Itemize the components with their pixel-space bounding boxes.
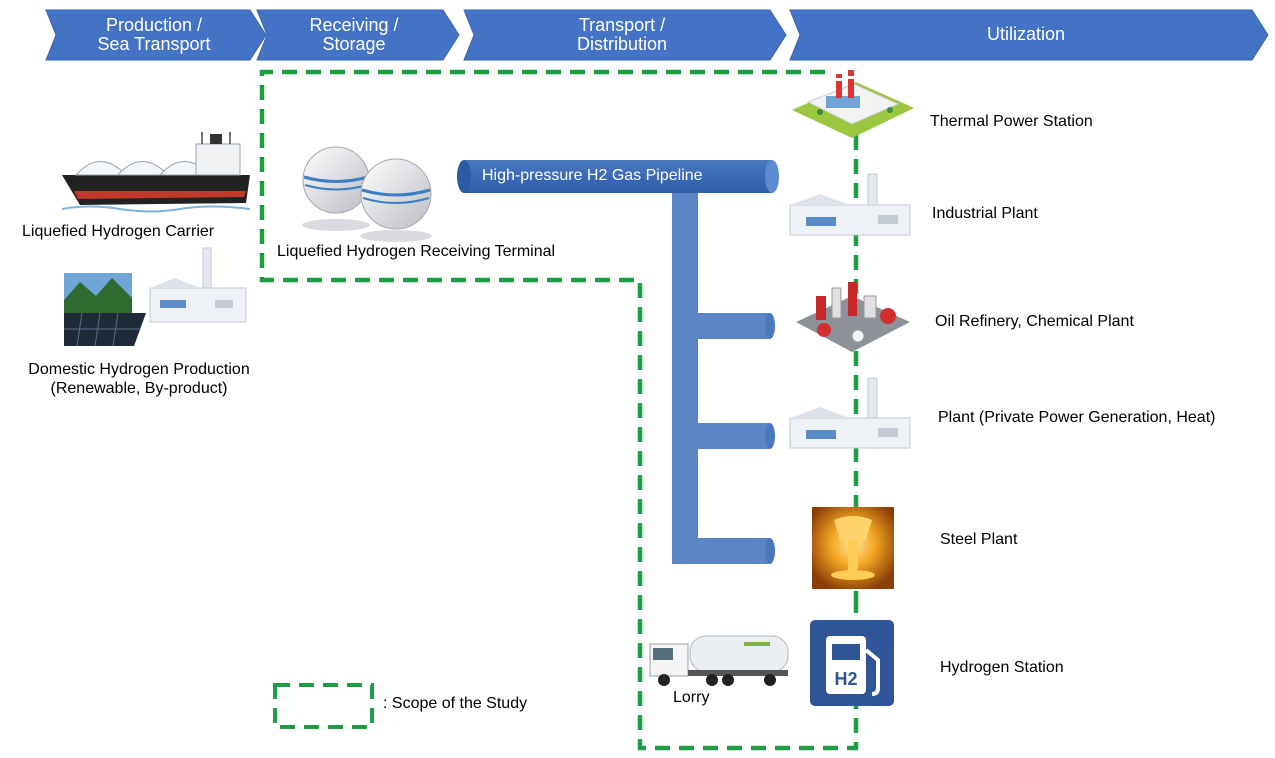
consumer-oil-refinery: Oil Refinery, Chemical Plant [935, 313, 1134, 330]
pipeline-branch-steel [672, 538, 770, 564]
stage-transport-label: Transport / Distribution [474, 16, 770, 54]
lh2-tanks-icon [302, 146, 432, 242]
pipeline-branch-cap [765, 423, 775, 449]
carrier-label: Liquefied Hydrogen Carrier [22, 223, 215, 240]
oil-refinery-icon [796, 282, 910, 352]
stage-utilization-chevron [789, 9, 1269, 61]
stage-transport-line1: Transport / [578, 15, 666, 35]
pipeline-branch-plant [672, 423, 770, 449]
thermal-power-station-icon [792, 70, 914, 138]
stage-chevrons [45, 9, 1269, 61]
pipeline-main-left-cap [457, 160, 471, 193]
pipeline-branch-cap [765, 538, 775, 564]
lorry-label: Lorry [673, 689, 710, 706]
industrial-plant-icon [789, 173, 911, 236]
stage-receiving-chevron [256, 9, 460, 61]
stage-receiving-line1: Receiving / [309, 15, 399, 35]
consumer-steel-plant: Steel Plant [940, 531, 1018, 548]
stage-utilization-label: Utilization [800, 25, 1252, 44]
steel-plant-icon [812, 507, 894, 589]
stage-receiving-line2: Storage [322, 34, 386, 54]
domestic-production-line2: (Renewable, By-product) [50, 380, 228, 397]
stage-production-chevron [45, 9, 267, 61]
lh2-carrier-ship-icon [61, 132, 251, 213]
legend-scope-swatch [273, 683, 374, 729]
consumer-industrial-plant: Industrial Plant [932, 205, 1038, 222]
private-power-plant-icon [789, 377, 911, 449]
domestic-production-line1: Domestic Hydrogen Production [28, 361, 250, 378]
h2-badge-text: H2 [834, 669, 857, 689]
pipeline-branch-cap [765, 313, 775, 339]
stage-utilization-line1: Utilization [986, 24, 1066, 44]
terminal-label: Liquefied Hydrogen Receiving Terminal [277, 243, 556, 260]
consumer-private-power-plant: Plant (Private Power Generation, Heat) [938, 409, 1216, 426]
scope-boundary [259, 69, 859, 751]
domestic-factory-icon [149, 247, 247, 323]
stage-production-line1: Production / [105, 15, 203, 35]
pipeline-main [464, 160, 772, 193]
pipeline-main-right-cap [765, 160, 779, 193]
stage-transport-line2: Distribution [576, 34, 668, 54]
legend-label: : Scope of the Study [383, 695, 528, 712]
pipeline-trunk [672, 191, 698, 564]
hydrogen-station-icon: H2 [810, 620, 894, 706]
lorry-icon [649, 635, 789, 686]
consumer-hydrogen-station: Hydrogen Station [940, 659, 1064, 676]
stage-transport-chevron [463, 9, 787, 61]
domestic-production-label: Domestic Hydrogen Production (Renewable,… [0, 360, 278, 398]
pipeline-branch-refinery [672, 313, 770, 339]
pipeline-label: High-pressure H2 Gas Pipeline [482, 167, 703, 184]
stage-production-line2: Sea Transport [97, 34, 211, 54]
pipeline-network [457, 160, 779, 564]
domestic-production-icon [64, 247, 247, 347]
consumer-thermal-power-station: Thermal Power Station [930, 113, 1093, 130]
stage-receiving-label: Receiving / Storage [266, 16, 442, 54]
stage-production-label: Production / Sea Transport [56, 16, 252, 54]
